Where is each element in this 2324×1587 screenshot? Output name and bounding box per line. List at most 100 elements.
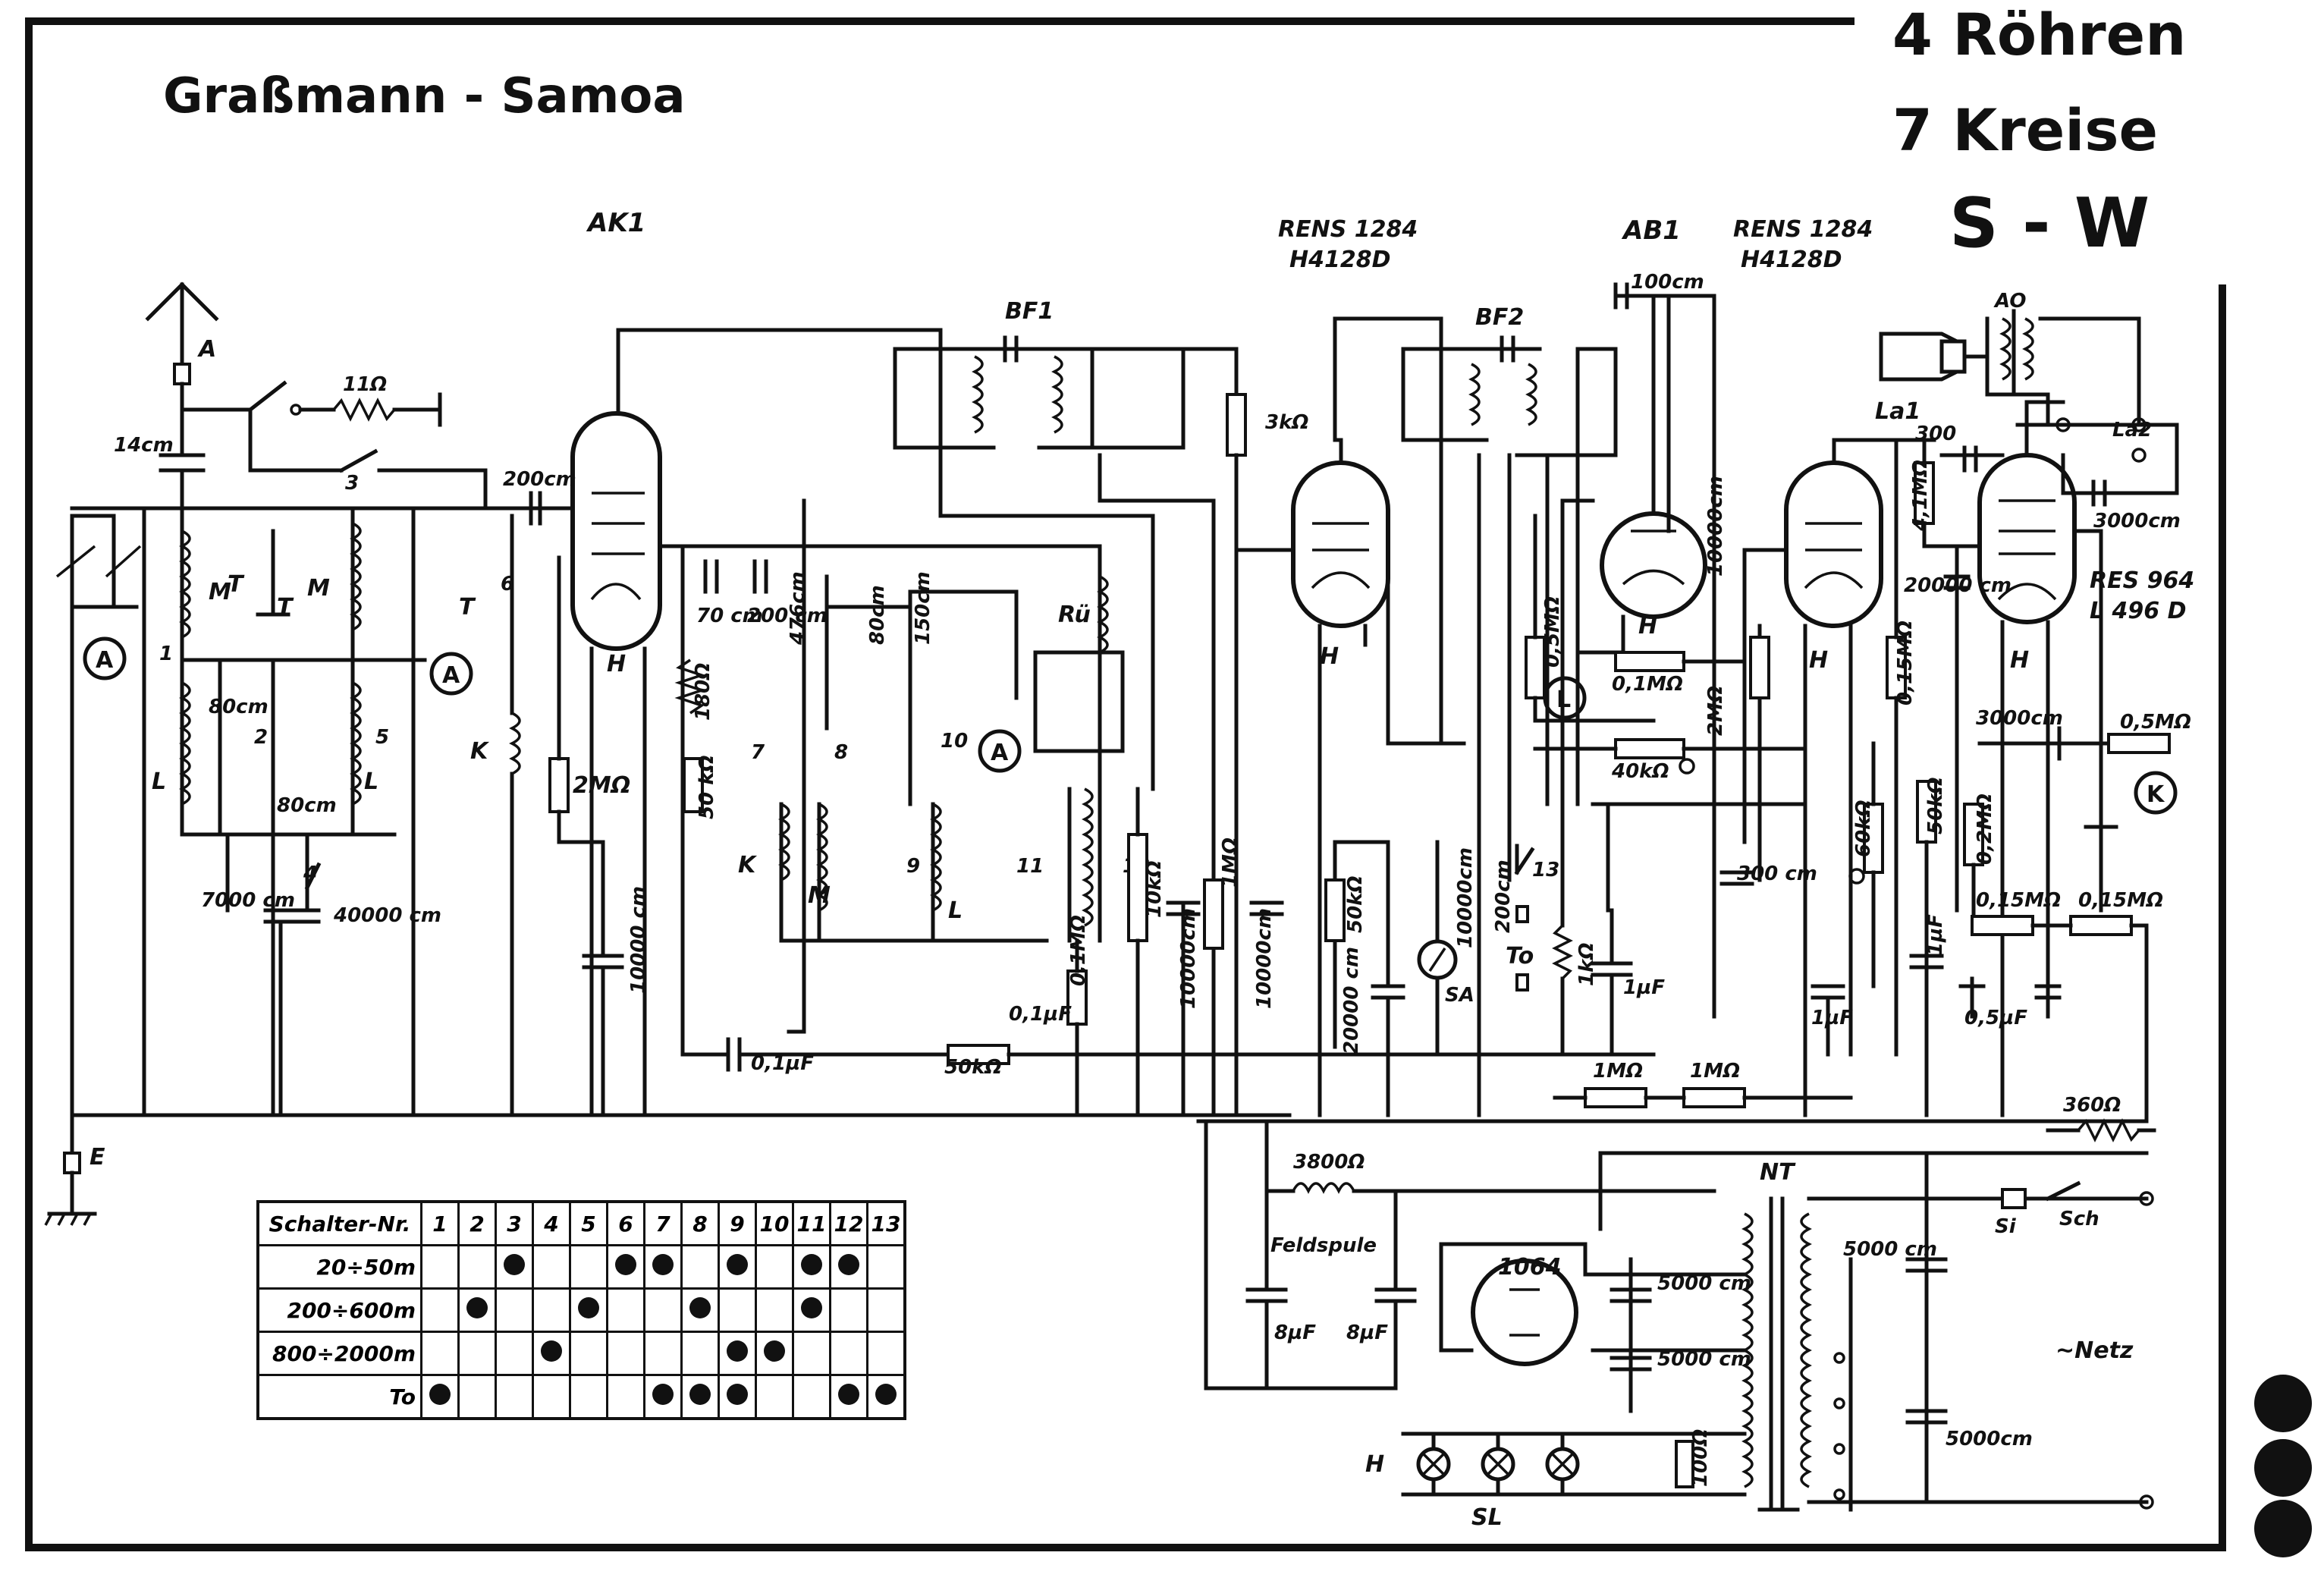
switch-cell bbox=[495, 1331, 534, 1376]
res-40k-label: 40kΩ bbox=[1611, 760, 1669, 783]
res-10k-label: 10kΩ bbox=[1143, 860, 1166, 918]
coil-L3-label: L bbox=[948, 897, 963, 924]
coil-L2-label: L bbox=[364, 768, 378, 795]
mark-A-2 bbox=[429, 652, 473, 696]
tube-RENS1284-2 bbox=[1742, 438, 1936, 1117]
heater-H1-label: H bbox=[607, 651, 626, 677]
bf2-label: BF2 bbox=[1475, 304, 1524, 331]
switch-closed-dot bbox=[801, 1296, 822, 1318]
coil-Ru-label: Rü bbox=[1058, 602, 1091, 628]
cap-01uF-label: 0,1µF bbox=[1009, 1003, 1072, 1026]
switch-closed-dot bbox=[689, 1383, 711, 1405]
switch-cell bbox=[495, 1287, 534, 1333]
heater-H5-label: H bbox=[2010, 647, 2029, 674]
switch-cell bbox=[755, 1331, 794, 1376]
input-circuits bbox=[55, 506, 488, 1117]
row-label: 20÷50m bbox=[256, 1244, 422, 1290]
cap-10000c-label: 10000cm bbox=[1253, 908, 1276, 1009]
cap-1uF2-label: 1µF bbox=[1811, 1007, 1853, 1029]
col-13: 13 bbox=[866, 1200, 906, 1246]
switch-cell bbox=[755, 1374, 794, 1420]
earth-symbol bbox=[44, 514, 97, 1226]
cap-476-label: 476cm bbox=[787, 571, 809, 646]
tube2-cathode bbox=[1324, 741, 1466, 1117]
mark-A-3 bbox=[978, 729, 1022, 773]
switch-1-label: 1 bbox=[159, 643, 173, 665]
feldspule-label: Feldspule bbox=[1270, 1234, 1377, 1257]
switch-table: Schalter-Nr. 1 2 3 4 5 6 7 8 9 10 11 12 … bbox=[256, 1200, 906, 1420]
antenna-symbol bbox=[145, 281, 253, 533]
col-8: 8 bbox=[680, 1200, 720, 1246]
cap-10000e-label: 10000cm bbox=[1704, 476, 1727, 577]
res-3k-label: 3kΩ bbox=[1265, 411, 1308, 434]
res-50k2-label: 50kΩ bbox=[944, 1056, 1002, 1079]
row-label: To bbox=[256, 1374, 422, 1420]
switch-cell bbox=[532, 1287, 571, 1333]
border bbox=[25, 17, 2226, 1551]
switch-cell bbox=[866, 1244, 906, 1290]
fuse-Si-label: Si bbox=[1995, 1215, 2017, 1238]
switch-closed-dot bbox=[578, 1296, 599, 1318]
speaker-La1-label: La1 bbox=[1875, 398, 1920, 425]
mark-K bbox=[2134, 771, 2178, 815]
switch-closed-dot bbox=[727, 1383, 748, 1405]
mark-A-1 bbox=[83, 636, 127, 680]
cap-150-label: 150cm bbox=[912, 571, 934, 645]
switch-cell bbox=[643, 1374, 683, 1420]
cap-01uF-b-label: 0,1µF bbox=[751, 1052, 814, 1075]
switch-closed-dot bbox=[838, 1383, 859, 1405]
switch-3-label: 3 bbox=[345, 472, 359, 495]
cap-5000a-label: 5000 cm bbox=[1657, 1272, 1751, 1295]
res-015-label: 0,15MΩ bbox=[1894, 621, 1917, 706]
table-header-label: Schalter-Nr. bbox=[256, 1200, 422, 1246]
switch-cell bbox=[680, 1287, 720, 1333]
switch-cell bbox=[420, 1331, 460, 1376]
heater-H2-label: H bbox=[1320, 643, 1339, 670]
switch-table-row: 200÷600m bbox=[256, 1287, 906, 1333]
col-3: 3 bbox=[495, 1200, 534, 1246]
tube-4-label2: H4128D bbox=[1741, 247, 1842, 273]
heater-H3-label: H bbox=[1638, 613, 1657, 640]
cap-10000d-label: 10000cm bbox=[1454, 847, 1477, 948]
cap-100-label: 100cm bbox=[1631, 271, 1704, 294]
switch-cell bbox=[866, 1287, 906, 1333]
mark-K-text: K bbox=[2147, 781, 2165, 808]
col-6: 6 bbox=[606, 1200, 645, 1246]
switch-cell bbox=[457, 1287, 497, 1333]
cap-5000b-label: 5000 cm bbox=[1657, 1348, 1751, 1371]
tube-AK1 bbox=[483, 328, 943, 1117]
coil-M2-label: M bbox=[307, 575, 330, 602]
col-2: 2 bbox=[457, 1200, 497, 1246]
cap-200-label: 200 cm bbox=[747, 605, 828, 627]
switch-table-row: To bbox=[256, 1374, 906, 1420]
pilot-lamps bbox=[1401, 1431, 1747, 1497]
res-360 bbox=[2046, 1118, 2156, 1142]
switch-closed-dot bbox=[727, 1340, 748, 1362]
switch-10-label: 10 bbox=[941, 730, 968, 753]
switch-cell bbox=[866, 1374, 906, 1420]
antenna-label: A bbox=[197, 336, 216, 363]
bf1-label: BF1 bbox=[1005, 298, 1054, 325]
switch-cell bbox=[718, 1244, 757, 1290]
res-180-label: 180Ω bbox=[692, 663, 714, 721]
cap-3000-label: 3000cm bbox=[2093, 510, 2181, 533]
trimmer-T3-label: T bbox=[459, 594, 476, 621]
mains-switch bbox=[2001, 1180, 2154, 1510]
coil-M3-label: M bbox=[808, 882, 831, 909]
cap-300-symbol bbox=[1719, 870, 1754, 886]
switch-cell bbox=[569, 1244, 608, 1290]
res-1M2-label: 1MΩ bbox=[1593, 1060, 1643, 1083]
switch-cell bbox=[606, 1244, 645, 1290]
switch-closed-dot bbox=[875, 1383, 897, 1405]
tone-To-label: To bbox=[1506, 943, 1534, 969]
cap-80cm-a-label: 80cm bbox=[209, 696, 269, 718]
switch-cell bbox=[420, 1374, 460, 1420]
cap-200b-label: 200cm bbox=[1492, 859, 1515, 933]
switch-closed-dot bbox=[801, 1253, 822, 1275]
switch-closed-dot bbox=[466, 1296, 488, 1318]
cap-1uF3-label: 1µF bbox=[1924, 914, 1947, 956]
col-4: 4 bbox=[532, 1200, 571, 1246]
ground-bus bbox=[70, 1113, 2149, 1123]
switch-cell bbox=[532, 1244, 571, 1290]
